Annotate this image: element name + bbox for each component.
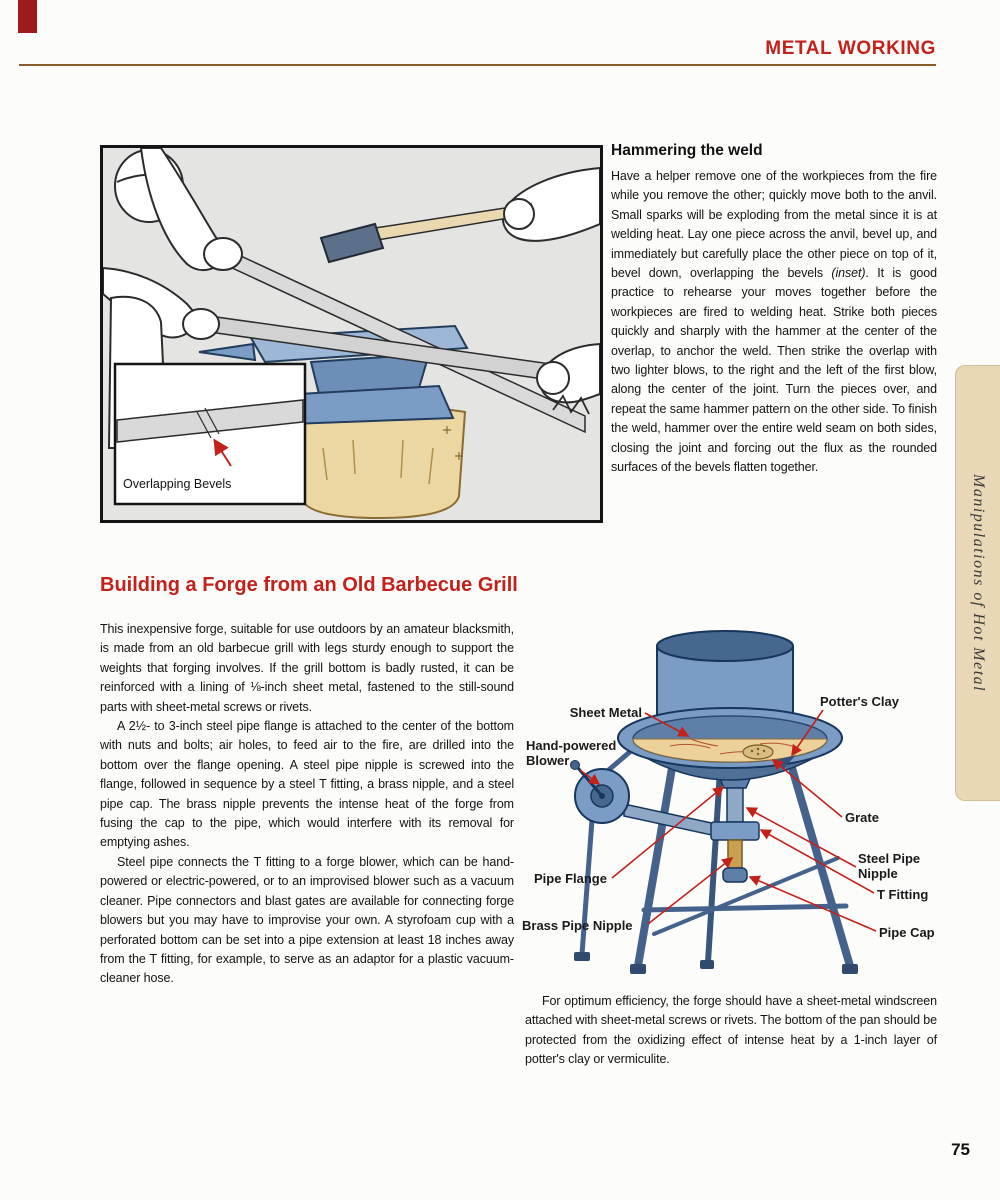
label-steel-pipe-line1: Steel Pipe — [858, 851, 920, 866]
label-blower-line1: Hand-powered — [526, 738, 616, 753]
label-blower-line2: Blower — [526, 753, 569, 768]
bevel-seam — [196, 407, 220, 439]
forge-section-text: This inexpensive forge, suitable for use… — [100, 620, 514, 989]
forge-diagram: Sheet Metal Potter's Clay Hand-powered B… — [520, 618, 950, 990]
label-sheet-metal: Sheet Metal — [570, 705, 642, 720]
hammering-section: Hammering the weld Have a helper remove … — [611, 142, 937, 478]
body-run: . It is good practice to rehearse your m… — [611, 266, 937, 475]
glove-icon — [182, 308, 220, 340]
anvil-horn — [198, 342, 257, 362]
glove-icon — [203, 237, 243, 271]
label-pipe-flange: Pipe Flange — [534, 871, 607, 886]
blacksmith-gloves-right — [503, 198, 570, 395]
label-potters-clay: Potter's Clay — [820, 694, 900, 709]
forge-diagram-svg: Sheet Metal Potter's Clay Hand-powered B… — [522, 630, 935, 974]
blower — [570, 748, 717, 961]
section-body: Have a helper remove one of the workpiec… — [611, 167, 937, 478]
paragraph: This inexpensive forge, suitable for use… — [100, 622, 514, 714]
label-brass-pipe-nipple: Brass Pipe Nipple — [522, 918, 633, 933]
section-tab-label: Manipulations of Hot Metal — [970, 473, 987, 693]
label-t-fitting: T Fitting — [877, 887, 928, 902]
grill-pan — [617, 707, 843, 781]
inset-arrow — [213, 438, 232, 467]
stand-legs — [630, 764, 858, 974]
paragraph: Steel pipe connects the T fitting to a f… — [100, 854, 514, 986]
glove-icon — [536, 361, 570, 395]
brass-nipple-part — [727, 839, 743, 869]
label-steel-pipe-line2: Nipple — [858, 866, 898, 881]
t-fitting-part — [710, 821, 760, 841]
inset-bar — [116, 399, 304, 443]
weld-illustration: Overlapping Bevels — [100, 145, 603, 523]
inset-box: Overlapping Bevels — [113, 362, 307, 506]
grate-part — [742, 744, 774, 760]
header-rule — [19, 64, 936, 66]
hammer-head — [319, 222, 385, 264]
section-tab: Manipulations of Hot Metal — [955, 365, 1000, 801]
inset-reference: (inset) — [831, 266, 866, 281]
page-number: 75 — [951, 1140, 970, 1159]
steel-pipe-nipple-part — [726, 787, 744, 823]
leader-lines — [579, 709, 877, 932]
label-pipe-cap: Pipe Cap — [879, 925, 935, 940]
pipe-cap-part — [722, 867, 748, 883]
inset-label: Overlapping Bevels — [123, 477, 231, 491]
body-run: Have a helper remove one of the workpiec… — [611, 169, 937, 281]
forge-section-heading: Building a Forge from an Old Barbecue Gr… — [100, 574, 518, 596]
weld-illustration-svg: Overlapping Bevels — [103, 148, 600, 520]
corner-accent-block — [18, 0, 37, 33]
paragraph: A 2½- to 3-inch steel pipe flange is att… — [100, 719, 514, 850]
closing-paragraph: For optimum efficiency, the forge should… — [525, 994, 937, 1067]
chapter-header: METAL WORKING — [765, 38, 936, 59]
section-heading: Hammering the weld — [611, 142, 763, 159]
glove-icon — [503, 198, 535, 230]
motion-zigzag-mark — [552, 394, 590, 415]
label-grate: Grate — [845, 810, 879, 825]
diagram-labels: Sheet Metal Potter's Clay Hand-powered B… — [522, 694, 935, 940]
rim-notch — [772, 755, 796, 768]
blacksmith-gloves-left — [182, 237, 243, 340]
